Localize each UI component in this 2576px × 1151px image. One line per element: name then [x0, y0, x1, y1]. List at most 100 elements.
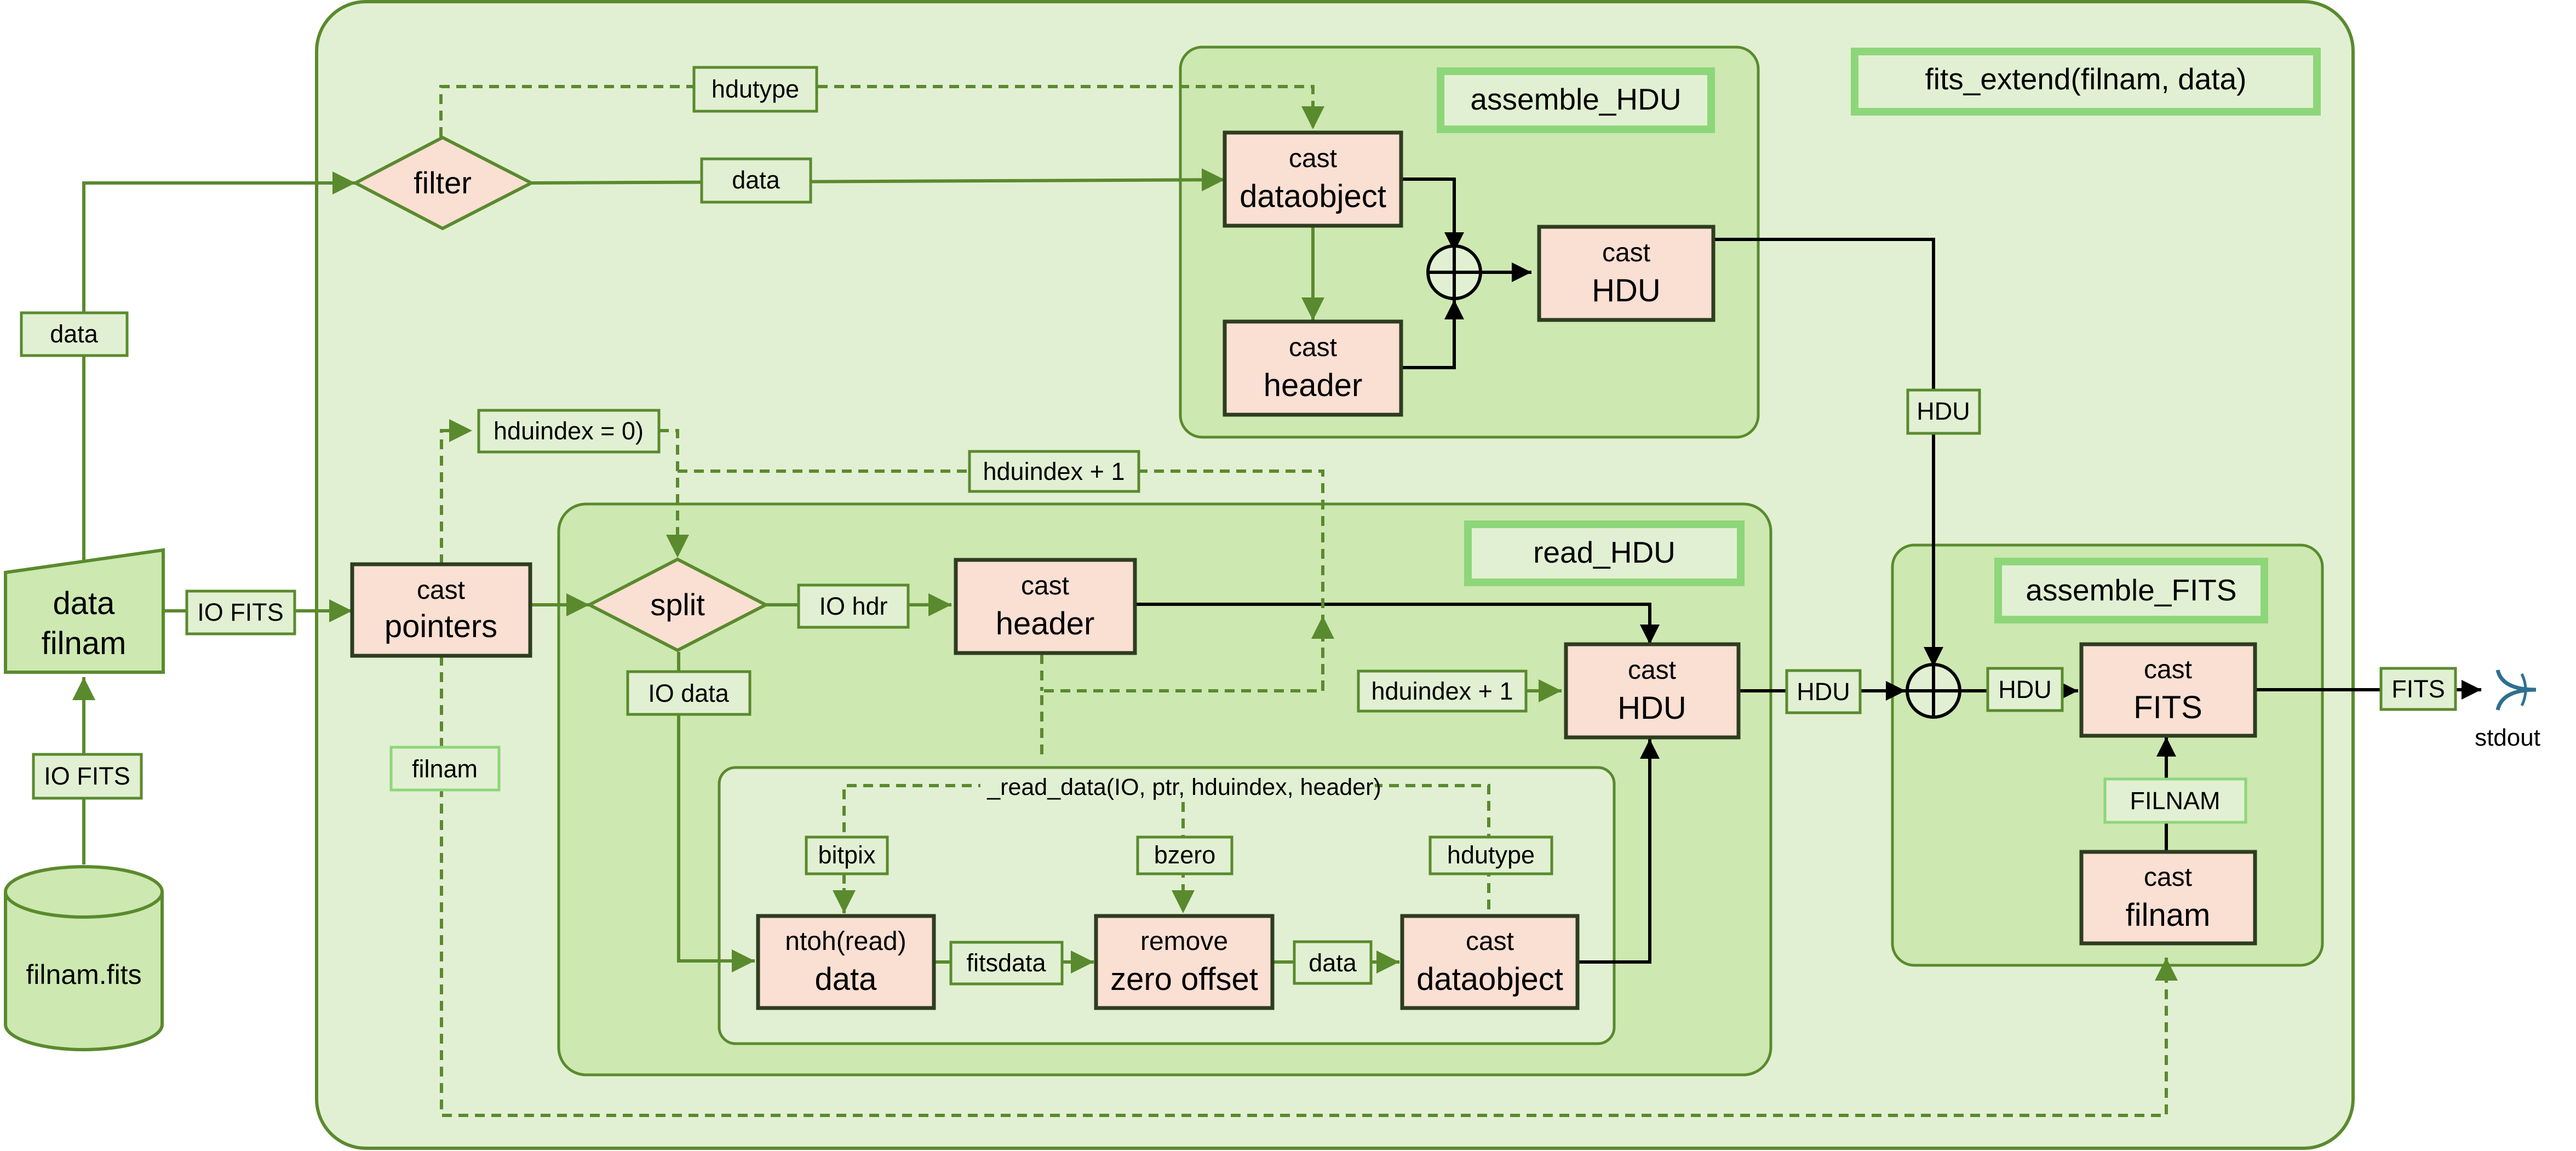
cast-fits-line1: cast [2144, 655, 2192, 684]
remove-zero-line1: remove [1140, 927, 1228, 956]
cast-header-mid-line2: header [996, 606, 1095, 642]
stdout-icon [2495, 669, 2537, 711]
remove-zero-offset-box: remove zero offset [1094, 914, 1275, 1010]
svg-text:IO data: IO data [648, 679, 730, 707]
main-title: fits_extend(filnam, data) [1851, 48, 2321, 116]
stdout-label: stdout [2475, 724, 2540, 751]
assemble-fits-title: assemble_FITS [1994, 558, 2268, 623]
arrow-dataobject-to-hdu-mid [1577, 739, 1660, 964]
cast-hdu-mid-box: cast HDU [1564, 642, 1741, 740]
label-fits-out: FITS [2379, 667, 2457, 711]
arrow-split-to-ntoh [677, 652, 755, 972]
cast-hdu-top-line1: cast [1602, 238, 1650, 267]
cast-filnam-line1: cast [2144, 863, 2192, 892]
arrow-header-to-hdu-mid [1135, 603, 1660, 644]
svg-text:IO FITS: IO FITS [197, 598, 284, 626]
svg-text:HDU: HDU [1797, 678, 1850, 706]
svg-text:fitsdata: fitsdata [966, 949, 1046, 977]
cast-dataobject-bot-box: cast dataobject [1400, 914, 1580, 1010]
manual-input-data-filnam: data filnam [4, 548, 165, 674]
label-hdu-right1: HDU [1785, 669, 1862, 714]
ntoh-data-line1: ntoh(read) [785, 927, 906, 956]
ntoh-data-box: ntoh(read) data [756, 914, 936, 1010]
split-label: split [650, 587, 705, 622]
read-hdu-title-text: read_HDU [1533, 535, 1676, 569]
arrow-filter-to-dataobject [531, 168, 1225, 192]
svg-text:bitpix: bitpix [818, 841, 876, 869]
label-filnam-caps: FILNAM [2103, 777, 2247, 824]
svg-text:data: data [1309, 949, 1357, 977]
filter-decision: filter [352, 135, 535, 231]
remove-zero-line2: zero offset [1110, 961, 1258, 997]
read-data-container [718, 766, 1616, 1045]
cast-pointers-line1: cast [417, 576, 465, 605]
svg-text:hduindex + 1: hduindex + 1 [1372, 677, 1513, 705]
svg-text:hduindex = 0): hduindex = 0) [494, 417, 644, 445]
read-data-title-bg [980, 771, 1375, 802]
read-data-title: _read_data(IO, ptr, hduindex, header) [986, 774, 1381, 800]
cast-dataobject-bot-line1: cast [1466, 927, 1514, 956]
label-data-left: data [20, 311, 129, 357]
assemble-hdu-title-text: assemble_HDU [1470, 82, 1681, 116]
cast-header-top-line1: cast [1289, 333, 1337, 362]
cast-filnam-line2: filnam [2126, 897, 2211, 933]
label-hdutype-top: hdutype [692, 66, 818, 113]
svg-text:IO FITS: IO FITS [44, 762, 130, 790]
assemble-fits-title-text: assemble_FITS [2026, 573, 2236, 607]
cast-hdu-mid-line2: HDU [1617, 690, 1686, 726]
main-title-text: fits_extend(filnam, data) [1925, 62, 2247, 96]
arrow-input-to-filter [82, 171, 355, 562]
label-data-bot: data [1293, 940, 1373, 985]
label-bitpix: bitpix [805, 835, 889, 875]
split-decision: split [586, 557, 770, 652]
label-fitsdata: fitsdata [949, 941, 1064, 986]
svg-text:hdutype: hdutype [1447, 841, 1535, 869]
label-hduindex-plus1-top: hduindex + 1 [968, 450, 1140, 493]
cast-header-top-box: cast header [1223, 319, 1403, 417]
cast-filnam-box: cast filnam [2079, 850, 2257, 946]
svg-text:HDU: HDU [1998, 675, 2052, 703]
cast-header-mid-line1: cast [1021, 571, 1069, 600]
svg-text:data: data [732, 166, 781, 194]
read-hdu-title: read_HDU [1464, 520, 1745, 586]
arrow-hdu-top-to-sum-right [1713, 238, 1943, 667]
ntoh-data-line2: data [815, 961, 877, 997]
cast-hdu-top-box: cast HDU [1537, 225, 1716, 322]
svg-text:FITS: FITS [2391, 675, 2445, 703]
svg-text:data: data [50, 320, 99, 348]
label-io-fits-right: IO FITS [185, 589, 296, 635]
svg-text:hduindex + 1: hduindex + 1 [983, 457, 1125, 485]
cast-fits-line2: FITS [2133, 690, 2202, 725]
label-hdutype-bot: hdutype [1428, 835, 1553, 875]
sum-node-fits [1906, 663, 1961, 719]
cast-pointers-line2: pointers [385, 609, 497, 644]
cast-hdu-top-line2: HDU [1592, 273, 1661, 308]
cast-dataobject-top-line2: dataobject [1240, 179, 1386, 214]
label-io-hdr: IO hdr [797, 583, 910, 629]
svg-text:filnam: filnam [412, 755, 478, 783]
svg-text:FILNAM: FILNAM [2130, 787, 2220, 815]
dash-pointers-to-hduindex [440, 419, 472, 564]
cast-hdu-mid-line1: cast [1628, 656, 1676, 685]
manual-input-line2: filnam [42, 626, 127, 661]
label-filnam: filnam [389, 746, 501, 792]
svg-text:hdutype: hdutype [712, 75, 799, 103]
assemble-hdu-title: assemble_HDU [1437, 67, 1715, 133]
label-data-top: data [700, 157, 812, 204]
dash-hduindex-to-split [659, 429, 689, 558]
label-hdu-right2: HDU [1986, 667, 2064, 712]
cast-header-mid-box: cast header [954, 558, 1137, 655]
dash-filter-hdutype-to-dataobject [439, 85, 1324, 137]
database-filnam-fits: filnam.fits [4, 865, 164, 1051]
database-label: filnam.fits [26, 959, 141, 990]
cast-header-top-line2: header [1264, 368, 1363, 403]
svg-text:IO hdr: IO hdr [819, 592, 887, 620]
label-io-fits-bottom: IO FITS [32, 753, 143, 800]
cast-dataobject-top-line1: cast [1289, 144, 1337, 173]
arrow-dataobject-to-sum [1401, 177, 1464, 252]
svg-text:bzero: bzero [1154, 841, 1216, 869]
label-hduindex-init: hduindex = 0) [477, 409, 661, 454]
label-io-data: IO data [626, 670, 751, 716]
arrow-header-to-sum [1401, 300, 1464, 369]
